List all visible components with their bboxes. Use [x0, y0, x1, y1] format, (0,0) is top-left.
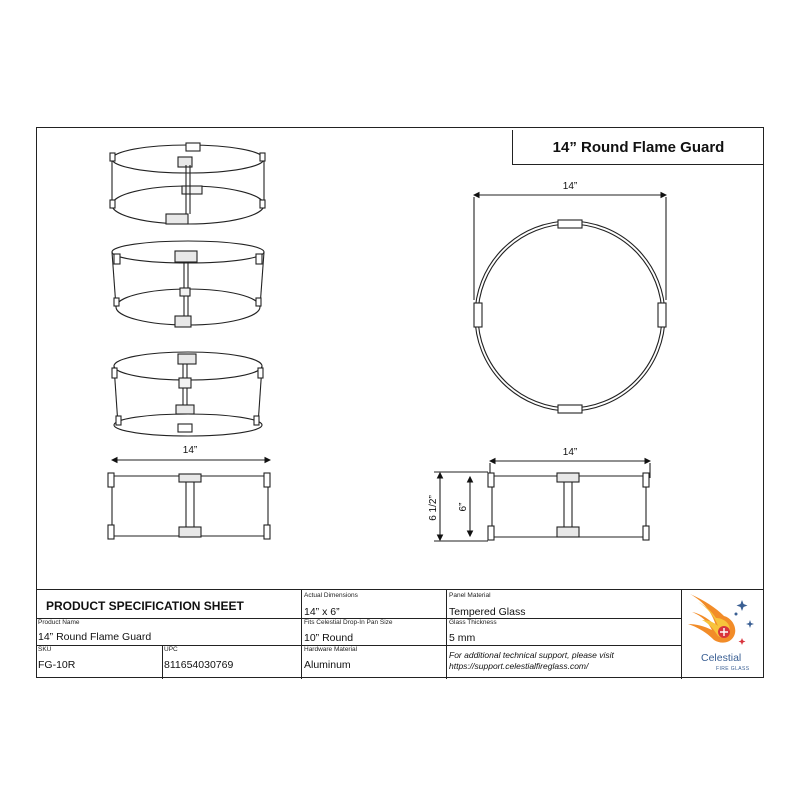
- support-note: For additional technical support, please…: [449, 650, 614, 672]
- support-link[interactable]: https://support.celestialfireglass.com/: [449, 661, 589, 671]
- pan-size-label: Fits Celestial Drop-In Pan Size: [304, 619, 393, 626]
- celestial-logo-icon: [688, 594, 754, 645]
- top-width-label: 14”: [563, 181, 577, 192]
- iso-view-3: [111, 351, 264, 437]
- right-front-view: [434, 457, 652, 542]
- glass-height-label: 6”: [458, 503, 469, 512]
- hardware-material-value: Aluminum: [304, 659, 351, 671]
- product-title: 14” Round Flame Guard: [552, 138, 725, 156]
- left-front-view: [107, 456, 272, 540]
- spec-table: PRODUCT SPECIFICATION SHEET Product Name…: [36, 589, 764, 679]
- upc-value: 811654030769: [164, 659, 234, 671]
- logo-name: Celestial: [701, 652, 742, 664]
- sku-value: FG-10R: [38, 659, 76, 671]
- iso-view-2: [111, 240, 265, 328]
- glass-thickness-label: Glass Thickness: [449, 619, 497, 626]
- top-view: [472, 191, 668, 414]
- drawing-frame: [36, 127, 764, 678]
- panel-material-value: Tempered Glass: [449, 606, 526, 618]
- pan-size-value: 10” Round: [304, 632, 354, 644]
- product-name-label: Product Name: [38, 619, 80, 626]
- title-block: 14” Round Flame Guard: [512, 130, 764, 165]
- hardware-material-label: Hardware Material: [304, 646, 358, 653]
- product-name-value: 14” Round Flame Guard: [38, 631, 152, 643]
- glass-thickness-value: 5 mm: [449, 632, 476, 644]
- left-width-label: 14”: [183, 445, 197, 456]
- support-text: For additional technical support, please…: [449, 650, 614, 660]
- front-width-label: 14”: [563, 447, 577, 458]
- upc-label: UPC: [164, 646, 178, 653]
- iso-view-1: [109, 142, 266, 225]
- panel-material-label: Panel Material: [449, 592, 491, 599]
- actual-dimensions-label: Actual Dimensions: [304, 592, 358, 599]
- spec-heading: PRODUCT SPECIFICATION SHEET: [46, 599, 244, 613]
- sku-label: SKU: [38, 646, 52, 653]
- actual-dimensions-value: 14” x 6”: [304, 606, 340, 618]
- overall-height-label: 6 1/2”: [428, 495, 439, 521]
- logo-tagline: FIRE GLASS: [716, 666, 750, 672]
